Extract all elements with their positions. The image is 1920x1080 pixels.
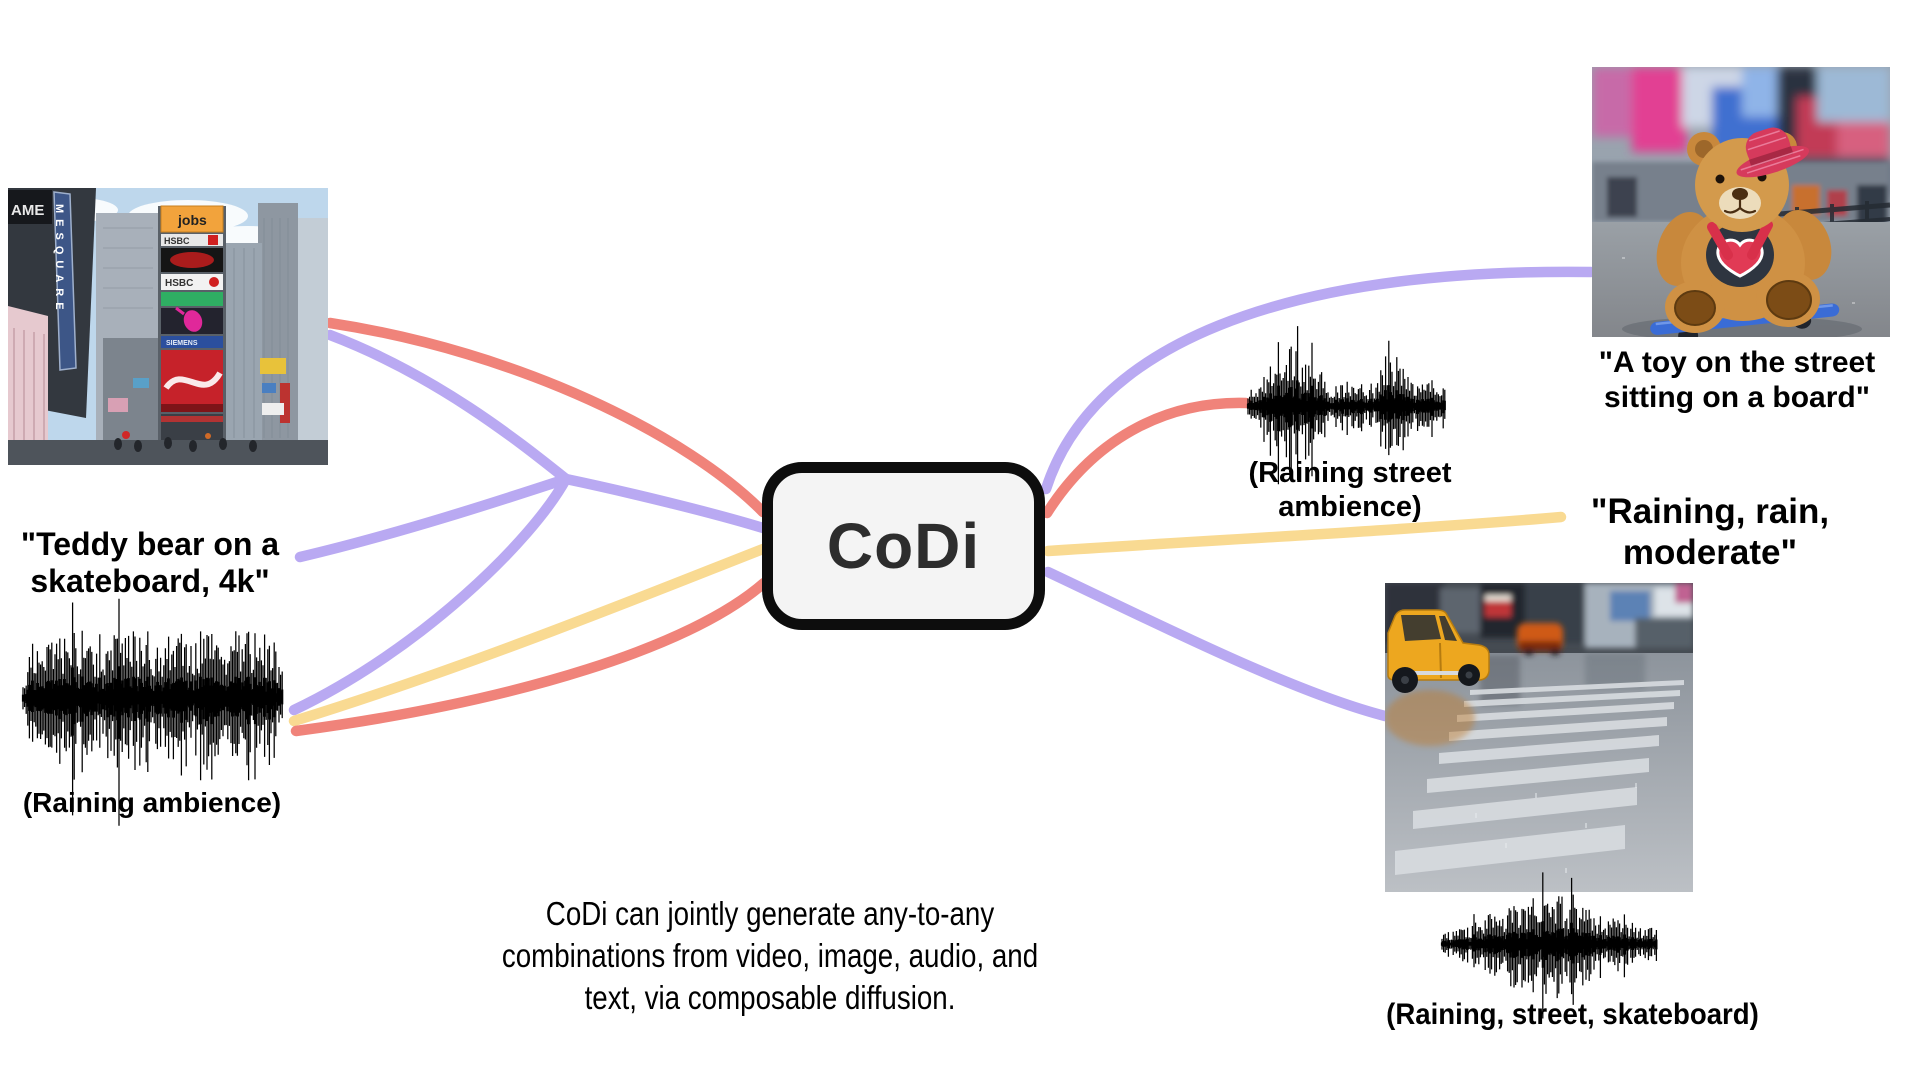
output-audio-label-line1: (Raining street — [1248, 457, 1452, 489]
input-audio-label: (Raining ambience) — [22, 787, 282, 818]
caption-line1: CoDi can jointly generate any-to-any — [545, 895, 995, 932]
curve-input-image-purple — [324, 329, 572, 485]
caption-line2: combinations from video, image, audio, a… — [501, 937, 1039, 975]
output-audio-waveform — [1246, 326, 1446, 485]
output-text-line1: "Raining, rain, — [1590, 492, 1830, 531]
background-car — [1517, 623, 1563, 655]
output-audio-label-line2: ambience) — [1278, 490, 1422, 523]
codi-label: CoDi — [826, 510, 981, 582]
billboard-jobs-text: jobs — [177, 212, 207, 228]
curve-input-audio-yellow — [288, 543, 769, 727]
input-text-line1: "Teddy bear on a — [20, 526, 280, 562]
output-video-label: (Raining, street, skateboard) — [1386, 998, 1759, 1031]
curve-output-video-purple — [1042, 566, 1391, 722]
curve-merge-purple — [560, 473, 769, 534]
crosswalk-stripes — [1395, 680, 1684, 875]
caption-line3: text, via composable diffusion. — [584, 979, 956, 1017]
billboard-hsbc-text: HSBC — [164, 236, 190, 246]
output-image-caption-line2: sitting on a board" — [1604, 380, 1870, 414]
billboard-hsbc2-text: HSBC — [165, 278, 193, 289]
sign-vertical-text: MESQUARE — [53, 204, 65, 316]
output-teddy-bear-photo — [1592, 67, 1890, 337]
output-text: "Raining, rain, moderate" — [1540, 492, 1880, 573]
input-text-prompt: "Teddy bear on a skateboard, 4k" — [5, 526, 295, 600]
curve-output-text-yellow — [1042, 511, 1567, 557]
output-text-line2: moderate" — [1622, 532, 1798, 572]
bear-hat — [1736, 127, 1810, 178]
billboard-tower: jobs HSBC HSBC SIEMENS — [160, 205, 224, 458]
sign-corner-text: AME — [11, 202, 44, 219]
input-times-square-photo: AME MESQUARE jobs HSBC HSBC SIEMENS — [8, 188, 328, 465]
curve-input-audio-purple — [288, 473, 572, 716]
figure-caption: CoDi can jointly generate any-to-any com… — [417, 893, 1123, 1020]
curve-input-image-red — [324, 317, 769, 518]
codi-model-box: CoDi — [762, 462, 1045, 630]
billboard-siemens-text: SIEMENS — [166, 340, 198, 347]
output-video-frame — [1385, 583, 1693, 892]
output-image-caption-line1: "A toy on the street — [1598, 346, 1876, 379]
taxi — [1387, 609, 1490, 693]
input-text-line2: skateboard, 4k" — [30, 563, 270, 600]
output-video-audio-waveform — [1440, 872, 1658, 1019]
curve-input-text-purple — [294, 473, 572, 563]
curve-output-audio-red — [1041, 397, 1252, 519]
output-audio-label: (Raining street ambience) — [1230, 457, 1470, 524]
teddy-bear — [1656, 127, 1832, 333]
input-audio-waveform — [21, 598, 284, 826]
curve-output-image-purple — [1040, 266, 1597, 495]
output-image-caption: "A toy on the street sitting on a board" — [1567, 346, 1907, 416]
curve-input-audio-red — [290, 577, 770, 737]
